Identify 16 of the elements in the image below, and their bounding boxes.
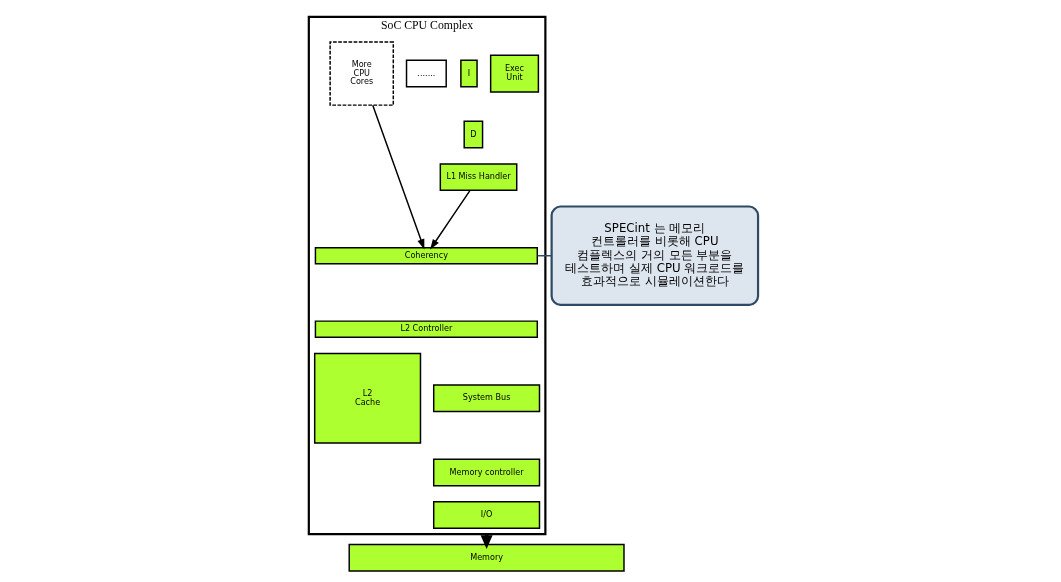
node-box: D	[463, 120, 484, 149]
node-box: .......	[405, 59, 447, 88]
node-box: More CPU Cores	[329, 41, 395, 106]
arrow	[372, 104, 425, 250]
node-box: I/O	[432, 501, 541, 530]
node-box: L2 Cache	[313, 352, 422, 444]
node-box: L1 Miss Handler	[439, 163, 518, 192]
node-box: System Bus	[432, 384, 541, 413]
node-box: Coherency	[314, 246, 539, 265]
node-box: SPECint 는 메모리 컨트롤러를 비롯해 CPU 컴플렉스의 거의 모든 부분을 테스트하며 실제 CPU 워크로드를 효과적으로 시뮬레이션한다	[550, 205, 760, 307]
node-box: Memory controller	[432, 458, 541, 487]
node-box: Memory	[348, 543, 625, 572]
arrow	[430, 189, 471, 250]
node-box: L2 Controller	[314, 320, 539, 338]
node-box: I	[460, 59, 478, 88]
node-box: Exec Unit	[489, 54, 540, 93]
